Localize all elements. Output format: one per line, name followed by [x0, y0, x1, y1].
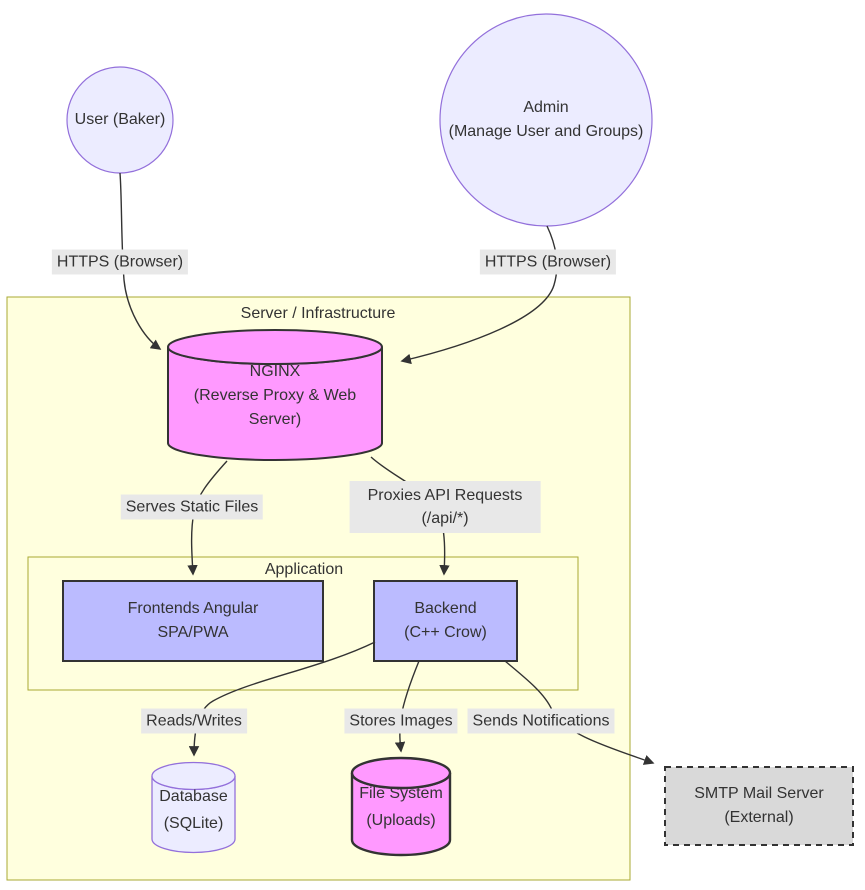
nginx-node-cylinder: [167, 329, 383, 461]
edge-label-admin-https: HTTPS (Browser): [479, 249, 617, 275]
admin-node-circle: [439, 13, 653, 227]
edge-label-serves-static-files: Serves Static Files: [120, 494, 264, 520]
application-title: Application: [264, 561, 344, 578]
user-node-circle: [66, 66, 174, 174]
smtp-node-rect: [664, 766, 854, 846]
filesystem-node-cylinder: [350, 756, 452, 857]
edge-label-proxies-api-requests: Proxies API Requests (/api/*): [349, 481, 541, 533]
frontend-node-rect: [62, 580, 324, 662]
database-node-cylinder: [151, 761, 236, 854]
edge-label-stores-images: Stores Images: [344, 708, 458, 734]
server-infrastructure-title: Server / Infrastructure: [240, 305, 396, 322]
backend-node-rect: [373, 580, 518, 662]
edge-label-sends-notifications: Sends Notifications: [467, 708, 615, 734]
edge-label-reads-writes: Reads/Writes: [141, 708, 247, 734]
edge-user-to-nginx: [119, 172, 162, 350]
edge-label-user-https: HTTPS (Browser): [51, 249, 189, 275]
